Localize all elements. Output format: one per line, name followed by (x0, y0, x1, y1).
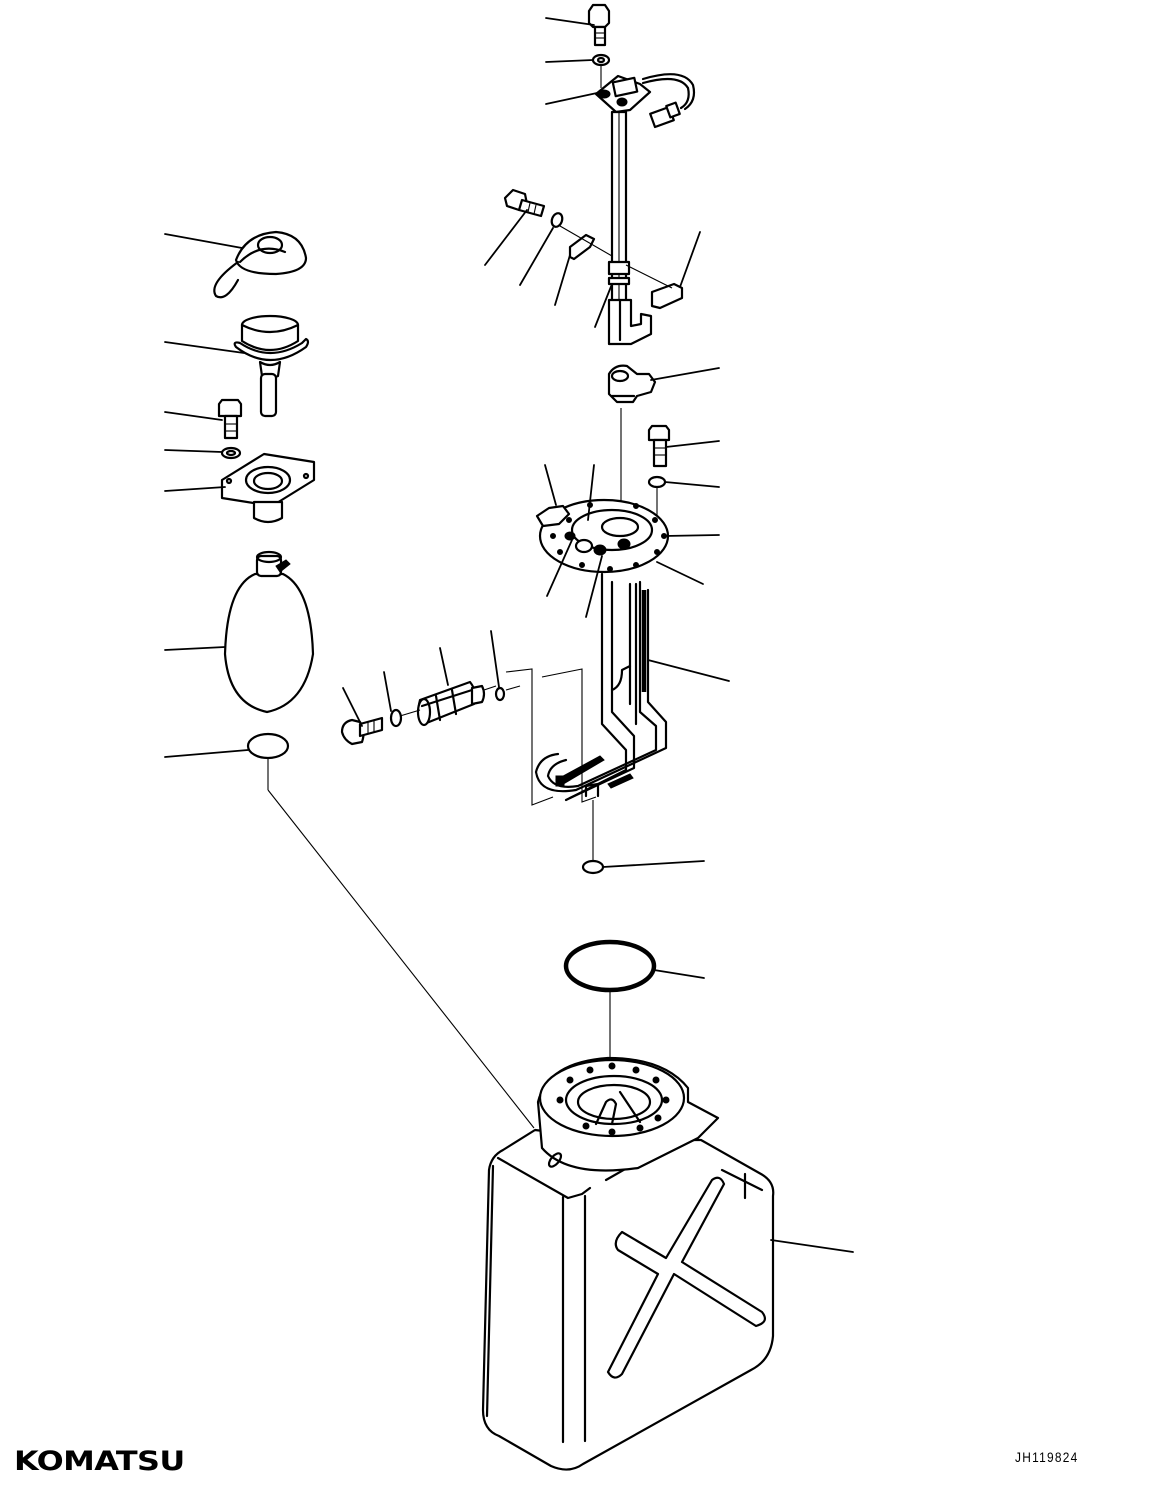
washer-flange-part (647, 475, 667, 489)
bolt-neck-part (217, 398, 243, 440)
washer-top-part (591, 53, 611, 67)
washer-filter-part (389, 708, 403, 728)
seal-neck-part (246, 732, 290, 760)
filler-neck-part (233, 314, 310, 418)
suction-tube-part (534, 572, 668, 802)
tank-flange-part (535, 498, 670, 574)
filter-part (416, 680, 486, 727)
washer-small-part (550, 212, 564, 228)
bracket-part (650, 282, 684, 310)
neck-flange-part (220, 452, 316, 524)
bolt-top-part (587, 3, 611, 47)
seal-bottom-part (581, 859, 605, 875)
bolt-filter-part (340, 716, 384, 746)
oring-large-part (563, 939, 657, 993)
drawing-number: JH119824 (1015, 1449, 1079, 1465)
bolt-flange-part (647, 424, 671, 468)
komatsu-logo: KOMATSU (14, 1446, 185, 1477)
tank-part (481, 1056, 775, 1471)
filler-cap-part (213, 230, 308, 299)
oring-filter-part (494, 686, 506, 702)
strainer-bag-part (223, 550, 315, 714)
washer-neck-part (220, 446, 242, 460)
elbow-fitting-part (607, 364, 657, 404)
gauge-sender-part (594, 73, 696, 346)
bolt-small-part (503, 188, 546, 218)
